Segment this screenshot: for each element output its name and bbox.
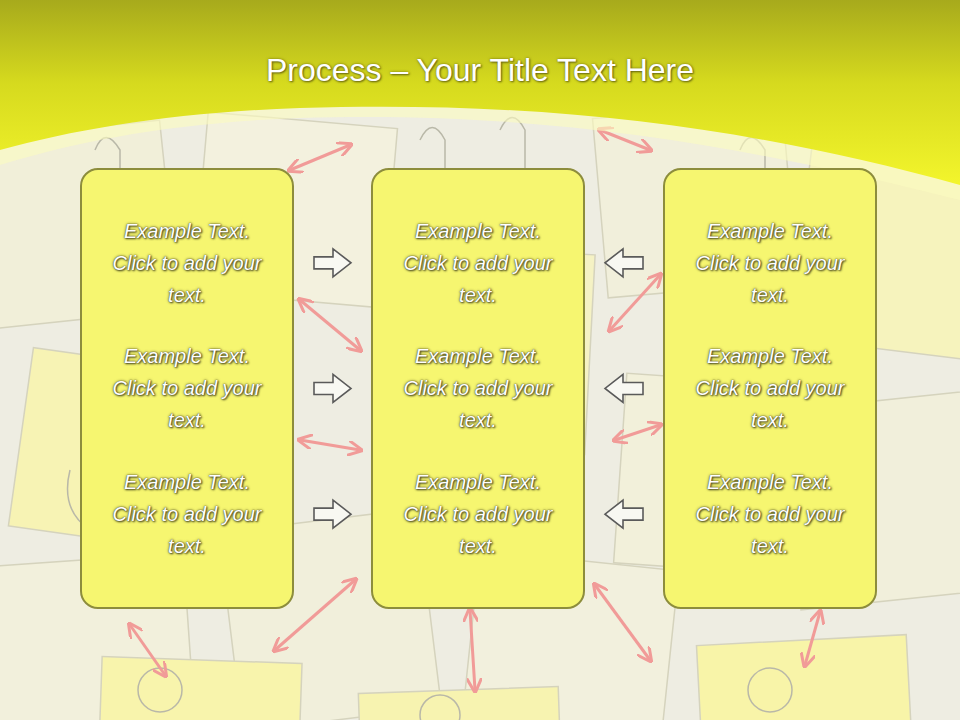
header-band [0,0,960,185]
block-arrow [314,500,351,528]
body-text: Example Text. Click to add your text. [688,340,853,436]
body-text: Example Text. Click to add your text. [396,215,561,311]
body-text: Example Text. Click to add your text. [688,466,853,562]
process-column: Example Text. Click to add your text. Exa… [80,168,294,609]
process-column: Example Text. Click to add your text. Exa… [663,168,877,609]
block-arrow [314,249,351,277]
block-arrow [605,249,643,277]
body-text: Example Text. Click to add your text. [105,340,270,436]
body-text: Example Text. Click to add your text. [105,466,270,562]
sticky-notes [0,102,960,720]
body-text: Example Text. Click to add your text. [396,340,561,436]
body-text: Example Text. Click to add your text. [688,215,853,311]
slide-title: Process – Your Title Text Here [0,52,960,89]
body-text: Example Text. Click to add your text. [396,466,561,562]
block-arrow [314,374,351,402]
body-text: Example Text. Click to add your text. [105,215,270,311]
process-column: Example Text. Click to add your text. Exa… [371,168,585,609]
block-arrow [605,500,643,528]
block-arrow [605,374,643,402]
